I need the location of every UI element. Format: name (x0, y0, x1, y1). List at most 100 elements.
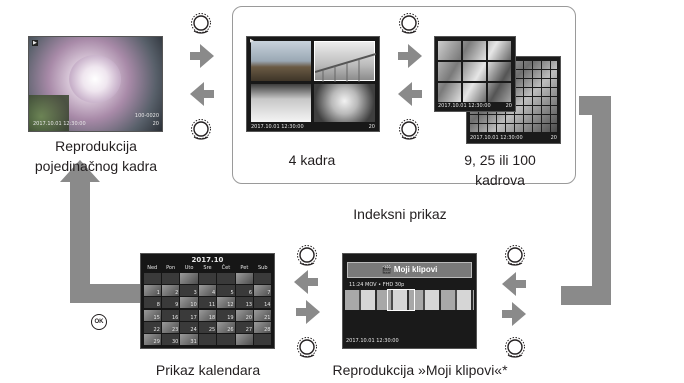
calendar-day-number: 11 (208, 302, 216, 309)
my-clips-title: Moji klipovi (393, 265, 438, 274)
calendar-day-cell[interactable]: 20 (235, 309, 254, 321)
calendar-day-number: 31 (190, 339, 197, 346)
calendar-day-cell[interactable]: 3 (180, 284, 198, 297)
flower-petals (69, 55, 121, 103)
thumb-snow (251, 84, 311, 122)
calendar-day-cell[interactable] (143, 272, 161, 284)
calendar-day-cell[interactable]: 1 (143, 284, 161, 297)
calendar-day-cell[interactable]: 12 (217, 297, 235, 309)
four-frames-label: 4 kadra (288, 152, 336, 168)
control-dial-icon (505, 245, 525, 266)
calendar-day-cell[interactable]: 27 (235, 321, 254, 334)
calendar-day-cell[interactable] (198, 272, 217, 284)
calendar-day-cell[interactable]: 10 (180, 297, 198, 309)
control-dial-icon (297, 245, 317, 266)
calendar-day-cell[interactable]: 28 (254, 321, 272, 334)
calendar-day-number: 13 (245, 302, 253, 309)
calendar-day-cell[interactable] (254, 272, 272, 284)
ok-button-icon: OK (91, 314, 107, 330)
calendar-day-cell[interactable] (180, 272, 198, 284)
calendar-day-number: 7 (267, 290, 271, 297)
thumb-flower (314, 84, 375, 122)
calendar-day-number: 22 (153, 327, 160, 334)
calendar-weekday: Pet (240, 265, 249, 271)
calendar-day-cell[interactable]: 23 (161, 321, 180, 334)
calendar-day-cell[interactable] (217, 334, 235, 346)
leaves (29, 95, 69, 131)
calendar-day-cell[interactable]: 17 (180, 309, 198, 321)
frame-counter: 20 (152, 121, 159, 127)
calendar-day-cell[interactable] (235, 272, 254, 284)
file-number-text: 100-0020 (134, 113, 159, 119)
control-dial-icon (505, 337, 525, 358)
calendar-day-cell[interactable] (161, 272, 180, 284)
control-dial-icon (297, 337, 317, 358)
calendar-day-cell[interactable]: 15 (143, 309, 161, 321)
four-frame-screen: ▶ 2017.10.01 12:30:00 20 (246, 36, 380, 132)
calendar-day-cell[interactable] (198, 334, 217, 346)
arrow-left-four-to-single (190, 82, 214, 106)
calendar-day-number: 16 (171, 314, 179, 321)
calendar-label: Prikaz kalendara (155, 362, 261, 378)
calendar-day-cell[interactable]: 21 (254, 309, 272, 321)
calendar-day-cell[interactable]: 22 (143, 321, 161, 334)
calendar-day-cell[interactable]: 24 (180, 321, 198, 334)
thumb-beach (251, 41, 311, 81)
clip-info-text: 11:24 MOV • FHD 30p (349, 282, 405, 288)
calendar-day-number: 27 (245, 327, 253, 334)
calendar-day-number: 28 (264, 327, 271, 334)
calendar-day-cell[interactable] (235, 334, 254, 346)
calendar-day-number: 30 (171, 339, 179, 346)
frame-counter: 20 (368, 124, 375, 130)
calendar-day-cell[interactable]: 2 (161, 284, 180, 297)
calendar-weekday: Čet (221, 265, 231, 271)
calendar-day-cell[interactable]: 14 (254, 297, 272, 309)
calendar-weekday: Uto (184, 265, 194, 271)
calendar-day-cell[interactable]: 13 (235, 297, 254, 309)
calendar-day-cell[interactable] (254, 334, 272, 346)
calendar-day-cell[interactable]: 6 (235, 284, 254, 297)
calendar-day-cell[interactable]: 29 (143, 334, 161, 346)
frame-counter: 20 (505, 103, 512, 109)
calendar-day-cell[interactable]: 8 (143, 297, 161, 309)
calendar-day-cell[interactable]: 16 (161, 309, 180, 321)
connector-left (60, 160, 140, 303)
calendar-day-number: 4 (212, 290, 216, 297)
calendar-day-cell[interactable]: 31 (180, 334, 198, 346)
single-frame-screen: ▶ 20 2017.10.01 12:30:00 100-0020 (28, 36, 163, 132)
calendar-day-cell[interactable]: 5 (217, 284, 235, 297)
arrow-right-single-to-four (190, 44, 214, 68)
arrow-right-out-of-myclips (502, 302, 526, 326)
calendar-day-cell[interactable]: 9 (161, 297, 180, 309)
multi-frames-label-line2: kadrova (475, 172, 525, 188)
calendar-day-number: 24 (190, 327, 197, 334)
play-mode-badge: ▶ (32, 40, 38, 46)
my-clips-screen: 🎬 Moji klipovi 11:24 MOV • FHD 30p 2017.… (342, 253, 477, 349)
arrow-left-multi-to-four (398, 82, 422, 106)
calendar-day-cell[interactable]: 11 (198, 297, 217, 309)
calendar-day-cell[interactable]: 26 (217, 321, 235, 334)
thumbnail-grid-9 (438, 40, 512, 102)
calendar-day-cell[interactable]: 7 (254, 284, 272, 297)
calendar-weekday: Ned (147, 265, 158, 271)
datetime-text: 2017.10.01 12:30:00 (33, 121, 86, 127)
calendar-day-cell[interactable]: 4 (198, 284, 217, 297)
calendar-day-cell[interactable]: 18 (198, 309, 217, 321)
control-dial-icon (191, 13, 211, 34)
calendar-day-cell[interactable]: 25 (198, 321, 217, 334)
datetime-text: 2017.10.01 12:30:00 (346, 338, 399, 344)
single-frame-label: Reprodukcija pojedinačnog kadra (0, 136, 192, 176)
single-frame-label-line1: Reprodukcija (55, 138, 137, 154)
calendar-day-cell[interactable]: 30 (161, 334, 180, 346)
pier-drawing (314, 53, 377, 82)
play-mode-badge: ▶ (250, 38, 254, 44)
calendar-day-cell[interactable] (217, 272, 235, 284)
calendar-day-cell[interactable]: 19 (217, 309, 235, 321)
calendar-day-number: 8 (156, 302, 160, 309)
calendar-day-number: 10 (190, 302, 197, 309)
control-dial-icon (399, 119, 419, 140)
control-dial-icon (191, 119, 211, 140)
calendar-day-number: 15 (153, 314, 160, 321)
